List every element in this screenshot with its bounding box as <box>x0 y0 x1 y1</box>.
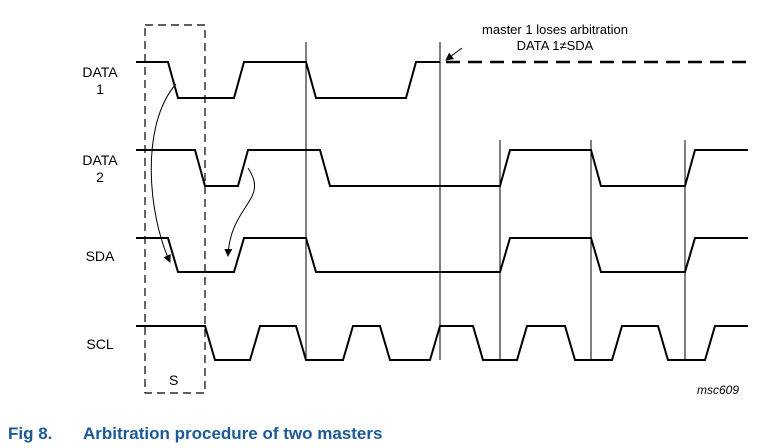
data1-waveform <box>136 61 440 99</box>
scl-label: SCL <box>86 336 114 352</box>
data1-label-line1: DATA <box>82 64 118 80</box>
start-condition-label: S <box>169 372 179 388</box>
arbitration-annotation: master 1 loses arbitration DATA 1≠SDA <box>455 22 655 54</box>
sda-waveform <box>136 237 748 273</box>
data2-label: DATA 2 <box>60 152 140 186</box>
data1-label: DATA 1 <box>60 64 140 98</box>
start-condition-box <box>144 24 206 394</box>
data2-label-line1: DATA <box>82 152 118 168</box>
data2-to-sda-arrow <box>224 167 255 257</box>
data2-waveform <box>136 149 748 187</box>
timing-diagram <box>136 24 750 394</box>
arbitration-pointer-arrow <box>445 47 463 61</box>
figure-number: Fig 8. <box>8 424 53 443</box>
data1-to-sda-arrow <box>150 83 177 263</box>
reference-code: msc609 <box>697 383 740 397</box>
data2-label-line2: 2 <box>96 169 104 185</box>
annotation-line2: DATA 1≠SDA <box>516 38 594 53</box>
annotation-line1: master 1 loses arbitration <box>482 22 628 37</box>
sda-label: SDA <box>85 248 115 264</box>
scl-waveform <box>136 325 748 361</box>
data1-label-line2: 1 <box>96 81 104 97</box>
figure-title: Arbitration procedure of two masters <box>83 424 383 443</box>
figure-caption: Fig 8. Arbitration procedure of two maste… <box>8 424 382 444</box>
